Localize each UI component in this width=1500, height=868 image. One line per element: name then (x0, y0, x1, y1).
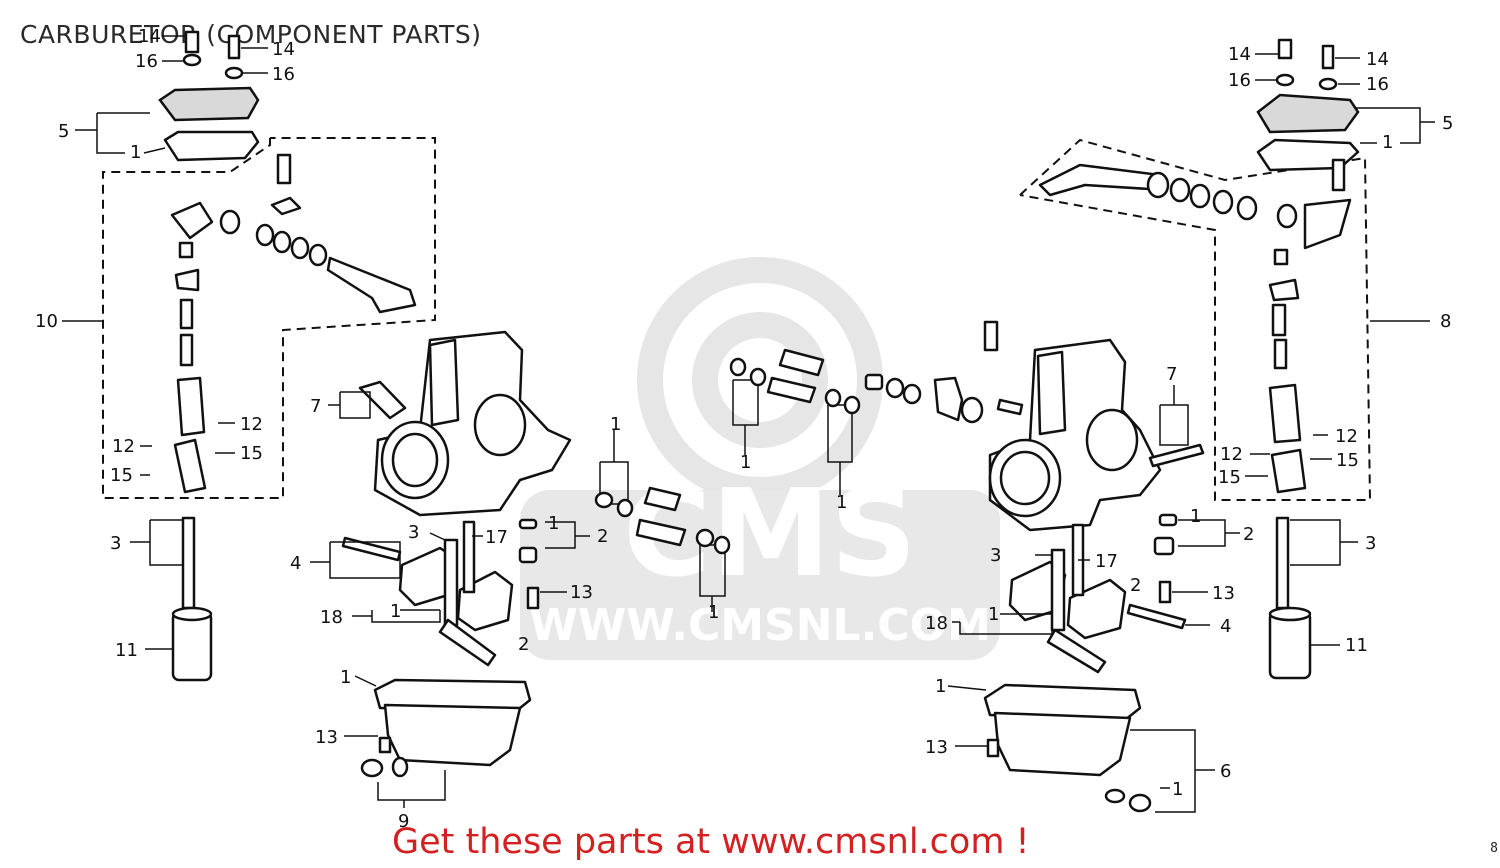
callout-18: 18 (925, 613, 948, 634)
callout-1: 1 (390, 601, 401, 622)
callout-14: 14 (1366, 49, 1389, 70)
callout-10: 10 (35, 311, 58, 332)
callout-16: 16 (1228, 70, 1251, 91)
callout-15: 15 (240, 443, 263, 464)
bowl-gasket-right (983, 683, 1142, 722)
slide-left (171, 610, 213, 682)
bowl-gasket-left (373, 678, 532, 714)
callout-13: 13 (570, 582, 593, 603)
footer-link-text[interactable]: Get these parts at www.cmsnl.com ! (392, 822, 1030, 862)
callout-1: 1 (610, 414, 621, 435)
callout-2: 2 (518, 634, 529, 655)
callout-7: 7 (310, 396, 321, 417)
callout-1: 1 (340, 667, 351, 688)
callout-9: 9 (398, 811, 409, 832)
callout-1: 1 (1172, 779, 1183, 800)
page-title: CARBURETOR (COMPONENT PARTS) (20, 20, 482, 49)
callout-3: 3 (1365, 533, 1376, 554)
callout-1: 1 (130, 142, 141, 163)
callout-11: 11 (1345, 635, 1368, 656)
callout-3: 3 (110, 533, 121, 554)
callout-8: 8 (1440, 311, 1451, 332)
callout-2: 2 (597, 526, 608, 547)
callout-13: 13 (315, 727, 338, 748)
callout-13: 13 (925, 737, 948, 758)
watermark-url: WWW.CMSNL.COM (529, 600, 991, 651)
float-bowl-left (383, 703, 522, 767)
callouts-center: 1 1 1 1 (610, 414, 847, 623)
callout-17: 17 (485, 527, 508, 548)
callout-1: 1 (740, 452, 751, 473)
callout-12: 12 (1220, 444, 1243, 465)
callout-16: 16 (135, 51, 158, 72)
callout-12: 12 (240, 414, 263, 435)
callouts-left: 14 16 14 16 5 1 10 12 12 15 15 3 11 7 3 … (35, 26, 608, 832)
callout-15: 15 (110, 465, 133, 486)
callout-1: 1 (548, 513, 559, 534)
callouts-right: 14 14 16 16 5 1 8 7 12 12 15 15 3 11 1 2… (925, 44, 1453, 800)
callout-5: 5 (58, 121, 69, 142)
callout-14: 14 (1228, 44, 1251, 65)
callout-5: 5 (1442, 113, 1453, 134)
callout-13: 13 (1212, 583, 1235, 604)
callout-1: 1 (1382, 132, 1393, 153)
top-cover-left (158, 86, 260, 122)
callout-1: 1 (935, 676, 946, 697)
callout-2: 2 (1243, 524, 1254, 545)
left-leader-lines (62, 35, 590, 808)
callout-12: 12 (1335, 426, 1358, 447)
callout-3: 3 (990, 545, 1001, 566)
callout-7: 7 (1166, 364, 1177, 385)
callout-12: 12 (112, 436, 135, 457)
right-carburetor-assembly (983, 38, 1372, 813)
callout-15: 15 (1218, 467, 1241, 488)
callout-11: 11 (115, 640, 138, 661)
callout-1: 1 (836, 492, 847, 513)
corner-code: 8 (1490, 841, 1498, 856)
left-carburetor-assembly (102, 30, 572, 778)
cover-gasket-left (163, 130, 260, 162)
slide-right (1268, 610, 1312, 680)
callout-4: 4 (1220, 616, 1231, 637)
float-bowl-right (993, 711, 1132, 777)
callout-4: 4 (290, 553, 301, 574)
callout-16: 16 (1366, 74, 1389, 95)
callout-14: 14 (138, 26, 161, 47)
callout-17: 17 (1095, 551, 1118, 572)
callout-1: 1 (1190, 506, 1201, 527)
callout-1: 1 (988, 604, 999, 625)
callout-15: 15 (1336, 450, 1359, 471)
right-leader-lines (947, 53, 1435, 813)
top-cover-right (1256, 93, 1360, 134)
callout-6: 6 (1220, 761, 1231, 782)
callout-3: 3 (408, 522, 419, 543)
callout-18: 18 (320, 607, 343, 628)
callout-2: 2 (1130, 575, 1141, 596)
callout-14: 14 (272, 39, 295, 60)
callout-1: 1 (708, 602, 719, 623)
callout-16: 16 (272, 64, 295, 85)
center-linkage-parts (594, 320, 1024, 612)
